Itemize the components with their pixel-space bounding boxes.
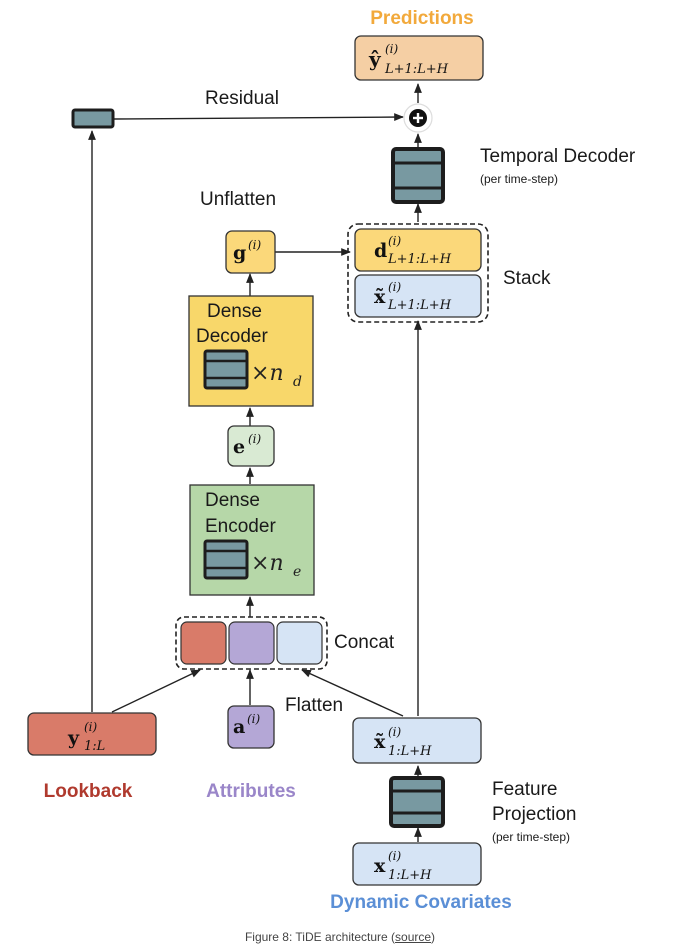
- arrow-residual-to-plus: [112, 113, 404, 121]
- d-base: d: [374, 240, 387, 262]
- figure-caption: Figure 8: TiDE architecture (source): [0, 930, 680, 944]
- x-tilde-proj-base: x̃: [374, 731, 386, 753]
- y-hat-sup: (i): [385, 42, 399, 56]
- feature-projection-label-line2: Projection: [492, 804, 577, 825]
- g-box: g (i): [225, 230, 276, 274]
- d-sub: L+1:L+H: [387, 252, 452, 267]
- unflatten-label: Unflatten: [200, 189, 276, 210]
- caption-text: Figure 8: TiDE architecture (: [244, 930, 396, 944]
- temporal-decoder-block: [391, 147, 445, 204]
- y-hat-base: ŷ: [368, 47, 382, 71]
- flatten-label: Flatten: [285, 695, 343, 716]
- x-cov-sup: (i): [388, 849, 402, 863]
- x-tilde-proj-sup: (i): [388, 725, 402, 739]
- lookback-box: y (i) 1:L: [27, 712, 157, 756]
- x-cov-base: x: [374, 855, 386, 877]
- arrow-flatten-to-concat: [301, 669, 404, 717]
- temporal-decoder-label: Temporal Decoder: [480, 146, 636, 167]
- g-base: g: [233, 242, 246, 264]
- arrow-lookback-to-concat: [111, 669, 201, 713]
- x-tilde-future-box: x̃ (i) L+1:L+H: [354, 274, 482, 318]
- y-hat-sub: L+1:L+H: [384, 62, 449, 77]
- e-sup: (i): [248, 432, 262, 446]
- decoder-times: ×: [251, 361, 269, 386]
- y-lookback-sub: 1:L: [84, 739, 105, 754]
- lookback-label: Lookback: [44, 781, 133, 802]
- dense-encoder-label-line2: Encoder: [205, 516, 276, 537]
- encoder-layer-block-icon: [203, 539, 249, 580]
- connectors: [88, 83, 422, 842]
- d-box: d (i) L+1:L+H: [354, 228, 482, 272]
- attributes-box: a (i): [227, 705, 275, 749]
- a-base: a: [233, 716, 245, 738]
- stack-group-outline: [347, 223, 489, 323]
- stack-label: Stack: [503, 268, 551, 289]
- x-tilde-projected-box: x̃ (i) 1:L+H: [352, 717, 482, 764]
- attributes-label: Attributes: [206, 781, 296, 802]
- e-base: e: [233, 436, 245, 458]
- x-tilde-future-base: x̃: [374, 286, 386, 308]
- d-sup: (i): [388, 234, 402, 248]
- source-link[interactable]: source: [395, 930, 432, 944]
- decoder-layer-block-icon: [203, 349, 249, 390]
- temporal-decoder-sublabel: (per time-step): [480, 172, 558, 186]
- concat-lookback-segment: [180, 621, 227, 665]
- encoder-n: n: [269, 551, 283, 576]
- concat-covariates-segment: [276, 621, 323, 665]
- dense-decoder-label-line2: Decoder: [196, 326, 268, 347]
- dense-encoder-label-line1: Dense: [205, 490, 260, 511]
- x-tilde-proj-sub: 1:L+H: [388, 744, 432, 759]
- e-box: e (i): [227, 425, 275, 467]
- residual-block: [71, 108, 115, 129]
- decoder-n: n: [269, 361, 283, 386]
- y-lookback-base: y: [67, 727, 80, 749]
- svg-text:×n: ×n: [251, 361, 284, 386]
- dynamic-covariates-label: Dynamic Covariates: [330, 892, 512, 913]
- predictions-box: ŷ (i) L+1:L+H: [354, 35, 484, 81]
- x-cov-sub: 1:L+H: [388, 868, 432, 883]
- predictions-label: Predictions: [370, 8, 473, 29]
- feature-projection-sublabel: (per time-step): [492, 830, 570, 844]
- svg-text:×n: ×n: [251, 551, 284, 576]
- covariates-box: x (i) 1:L+H: [352, 842, 482, 886]
- encoder-n-sub: e: [293, 564, 301, 580]
- a-sup: (i): [247, 712, 261, 726]
- feature-projection-label-line1: Feature: [492, 779, 557, 800]
- x-tilde-future-sup: (i): [388, 280, 402, 294]
- y-lookback-sup: (i): [84, 720, 98, 734]
- dense-decoder-label-line1: Dense: [207, 301, 262, 322]
- concat-group-outline: [175, 616, 328, 670]
- x-tilde-future-sub: L+1:L+H: [387, 298, 452, 313]
- residual-label: Residual: [205, 88, 279, 109]
- residual-add-icon: [403, 103, 433, 133]
- dense-encoder-box: Dense Encoder ×n e: [189, 484, 315, 596]
- decoder-n-sub: d: [293, 374, 302, 390]
- feature-projection-block: [389, 776, 445, 828]
- dense-decoder-box: Dense Decoder ×n d: [188, 295, 314, 407]
- concat-attributes-segment: [228, 621, 275, 665]
- svg-text:ŷ: ŷ: [368, 47, 382, 71]
- caption-close: ): [431, 930, 436, 944]
- encoder-times: ×: [251, 551, 269, 576]
- g-sup: (i): [248, 238, 262, 252]
- concat-label: Concat: [334, 632, 395, 653]
